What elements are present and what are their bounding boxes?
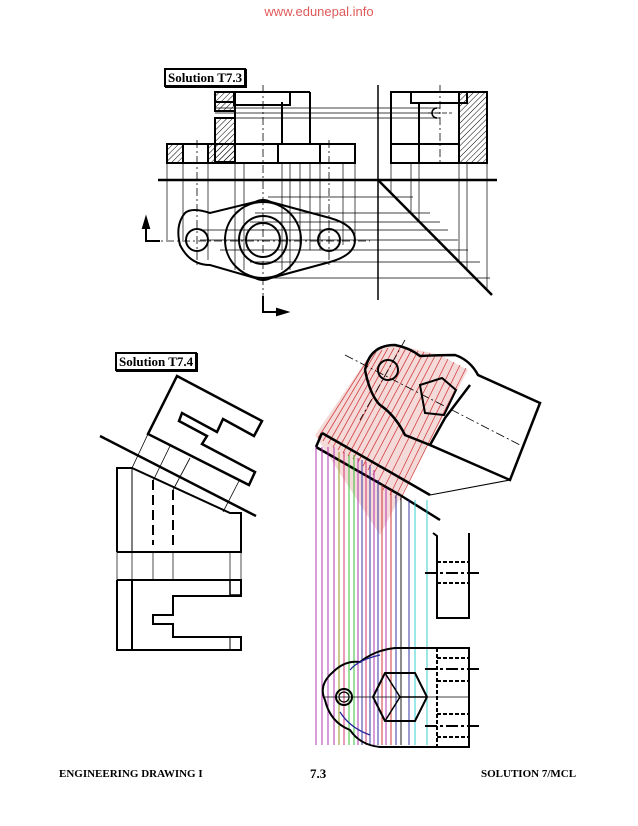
t7-3-miter-line [377, 179, 493, 296]
t7-3-front-view [166, 91, 488, 164]
t7-4-front-view [116, 467, 242, 553]
watermark-link[interactable]: www.edunepal.info [264, 4, 374, 19]
t7-4-side-view-lower [321, 647, 482, 748]
footer-solution-code: SOLUTION 7/MCL [481, 768, 577, 780]
solution-t7-4-label: Solution T7.4 [115, 352, 198, 371]
footer-course-title: ENGINEERING DRAWING I [59, 768, 203, 780]
t7-4-side-view-upper [425, 532, 482, 619]
t7-4-section-hatch [315, 344, 468, 535]
t7-4-auxiliary-view [146, 374, 264, 487]
t7-4-top-view [116, 579, 242, 651]
section-arrow-icon [141, 214, 291, 317]
solution-t7-3-label: Solution T7.3 [164, 68, 247, 87]
footer-page-number: 7.3 [310, 766, 327, 781]
t7-3-top-view [177, 199, 357, 281]
